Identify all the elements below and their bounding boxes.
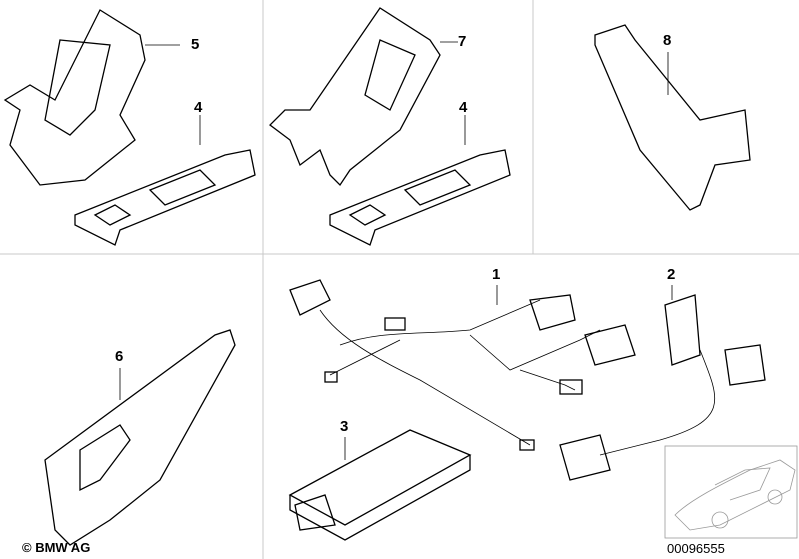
callout-7: 7 (458, 33, 467, 50)
callout-4-left: 4 (194, 99, 203, 116)
part-7-bracket (269, 7, 458, 187)
part-4-tray-left (74, 115, 256, 246)
callout-6: 6 (115, 348, 124, 365)
callout-3: 3 (340, 418, 349, 435)
part-5-bracket (3, 9, 180, 186)
part-4-tray-middle (329, 115, 511, 246)
callout-1: 1 (492, 266, 501, 283)
part-3-control-module (288, 429, 472, 541)
callout-8: 8 (663, 32, 672, 49)
callout-4-middle: 4 (459, 99, 468, 116)
image-number: 00096555 (667, 541, 725, 556)
vehicle-thumbnail (664, 445, 798, 539)
part-2-harness (559, 285, 766, 481)
callout-5: 5 (191, 36, 200, 53)
copyright-label: © BMW AG (22, 540, 91, 555)
part-8-bracket (594, 24, 751, 211)
part-6-plate (44, 329, 236, 546)
callout-2: 2 (667, 266, 676, 283)
part-1-wiring-harness (289, 279, 636, 451)
